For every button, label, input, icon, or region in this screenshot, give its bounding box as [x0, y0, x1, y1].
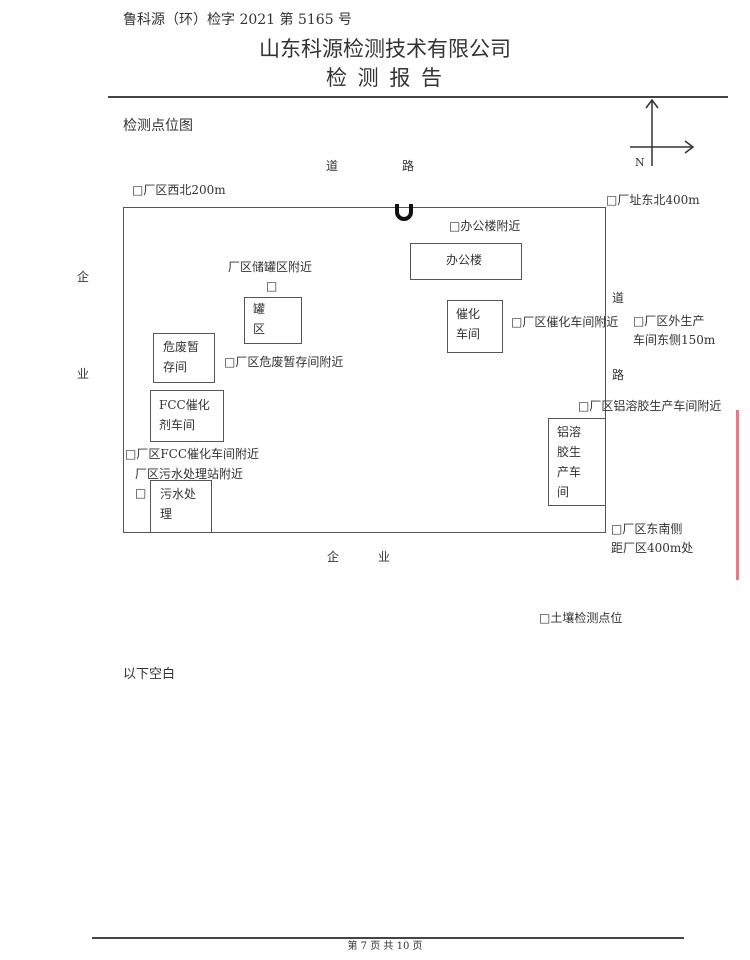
point-alumina: □厂区铝溶胶生产车间附近: [578, 399, 722, 413]
building-office: [410, 243, 522, 280]
building-hazardous-waste-label: 危废暂 存间: [163, 340, 200, 374]
building-office-label: 办公楼: [446, 253, 483, 267]
report-title: 检 测 报 告: [325, 66, 445, 90]
building-catalyst-label: 催化 车间: [456, 307, 481, 341]
point-fcc: □厂区FCC催化车间附近: [125, 447, 260, 461]
building-hazardous-waste: [153, 333, 215, 383]
point-tank-marker: □: [266, 279, 278, 293]
blank-note: 以下空白: [123, 667, 176, 682]
footer-divider: [92, 937, 684, 939]
road-top-char-1: 道: [326, 159, 339, 173]
building-alumina-sol: [548, 418, 606, 506]
point-tank: 厂区储罐区附近: [228, 260, 313, 274]
point-sewage-marker: □: [135, 486, 147, 500]
point-southeast-line2: 距厂区400m处: [611, 541, 694, 555]
section-title: 检测点位图: [123, 118, 193, 134]
gate-icon: [395, 204, 413, 221]
plant-boundary: [123, 207, 606, 533]
page-number: 第 7 页 共 10 页: [347, 941, 423, 952]
building-fcc-label: FCC催化 剂车间: [159, 398, 210, 432]
north-label: N: [635, 156, 645, 169]
legend-soil-point: □土壤检测点位: [539, 611, 623, 625]
building-sewage: [150, 480, 212, 533]
stamp-seal: [736, 410, 750, 580]
report-number: 鲁科源（环）检字 2021 第 5165 号: [123, 12, 353, 28]
enterprise-left-char-1: 企: [77, 270, 90, 284]
road-right-char-1: 道: [612, 291, 625, 305]
building-fcc: [150, 390, 224, 442]
building-tank-area: [244, 297, 302, 344]
header-divider: [108, 96, 728, 98]
point-northwest: □厂区西北200m: [132, 183, 226, 197]
company-name: 山东科源检测技术有限公司: [259, 37, 511, 61]
enterprise-bottom-char-2: 业: [378, 550, 391, 564]
building-tank-area-label: 罐 区: [253, 302, 266, 336]
point-southeast-line1: □厂区东南侧: [611, 522, 683, 536]
point-outside-east-line1: □厂区外生产: [633, 314, 705, 328]
point-hazardous: □厂区危废暂存间附近: [224, 355, 344, 369]
enterprise-bottom-char-1: 企: [327, 550, 340, 564]
point-northeast: □厂址东北400m: [606, 193, 700, 207]
point-outside-east-line2: 车间东侧150m: [633, 333, 716, 347]
point-office: □办公楼附近: [449, 219, 521, 233]
point-catalyst: □厂区催化车间附近: [511, 315, 619, 329]
point-sewage: 厂区污水处理站附近: [135, 467, 244, 481]
building-alumina-sol-label: 铝溶 胶生 产车 间: [557, 425, 582, 499]
building-catalyst: [447, 300, 503, 353]
road-right-char-2: 路: [612, 368, 625, 382]
building-sewage-label: 污水处 理: [160, 487, 197, 521]
north-arrow-icon: [630, 98, 695, 166]
road-top-char-2: 路: [402, 159, 415, 173]
enterprise-left-char-2: 业: [77, 367, 90, 381]
